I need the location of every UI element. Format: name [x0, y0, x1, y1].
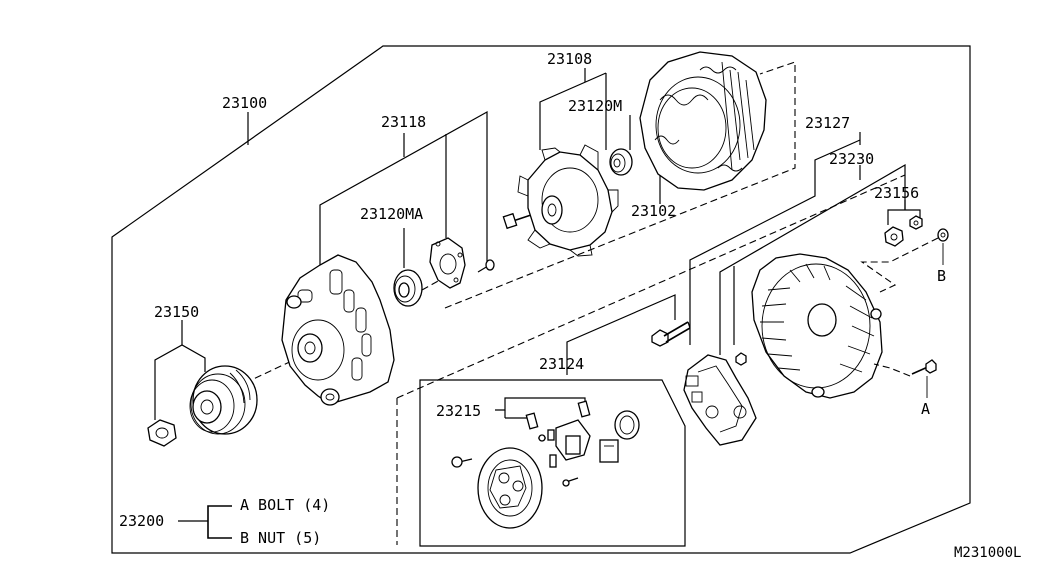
label-23215: 23215	[436, 402, 481, 420]
front-axis-2	[421, 279, 441, 291]
regulator-assembly	[525, 400, 640, 487]
through-bolt	[651, 321, 691, 347]
front-bearing	[393, 269, 423, 307]
assembly-frame	[111, 45, 971, 554]
label-23120M: 23120M	[568, 97, 622, 115]
legend-bracket	[207, 505, 232, 539]
washer-b	[937, 228, 949, 242]
pulley	[189, 365, 258, 435]
plate-screw	[451, 456, 473, 468]
stator-dashed-outline	[444, 61, 796, 309]
label-23118: 23118	[381, 113, 426, 131]
label-23120MA: 23120MA	[360, 205, 423, 223]
leader-23230	[719, 163, 906, 355]
rear-bolt	[911, 359, 937, 375]
rear-bearing	[609, 148, 633, 176]
rotor	[502, 144, 619, 257]
figure-code: M231000L	[954, 545, 1021, 561]
label-23230: 23230	[829, 150, 874, 168]
front-cover	[281, 254, 395, 406]
rectifier	[683, 354, 757, 446]
brush-subframe	[419, 379, 686, 547]
leader-23118	[319, 110, 488, 268]
label-23124: 23124	[539, 355, 584, 373]
retainer-screw	[477, 259, 495, 273]
stator	[639, 51, 767, 191]
pulley-nut	[147, 419, 177, 447]
label-23127: 23127	[805, 114, 850, 132]
label-23108: 23108	[547, 50, 592, 68]
rear-cover	[751, 253, 883, 399]
label-23200: 23200	[119, 512, 164, 530]
label-23150: 23150	[154, 303, 199, 321]
rotor-dash-top	[396, 174, 906, 399]
nut-large	[884, 226, 904, 247]
leader-23127	[689, 139, 861, 345]
marker-a: A	[921, 400, 930, 418]
leader-23156	[887, 209, 921, 225]
dash-b	[860, 237, 939, 293]
dash-a	[873, 363, 911, 377]
nut-small	[909, 215, 923, 230]
legend-nut: B NUT (5)	[240, 529, 321, 547]
slip-ring-plate	[477, 447, 543, 529]
leader-23215	[495, 397, 586, 411]
marker-b: B	[937, 267, 946, 285]
leader-23108	[539, 72, 607, 150]
legend-bolt: A BOLT (4)	[240, 496, 330, 514]
label-23156: 23156	[874, 184, 919, 202]
leader-23124	[566, 294, 676, 375]
bearing-retainer	[429, 237, 466, 289]
label-23100: 23100	[222, 94, 267, 112]
rectifier-nut	[735, 352, 747, 366]
label-23102: 23102	[631, 202, 676, 220]
